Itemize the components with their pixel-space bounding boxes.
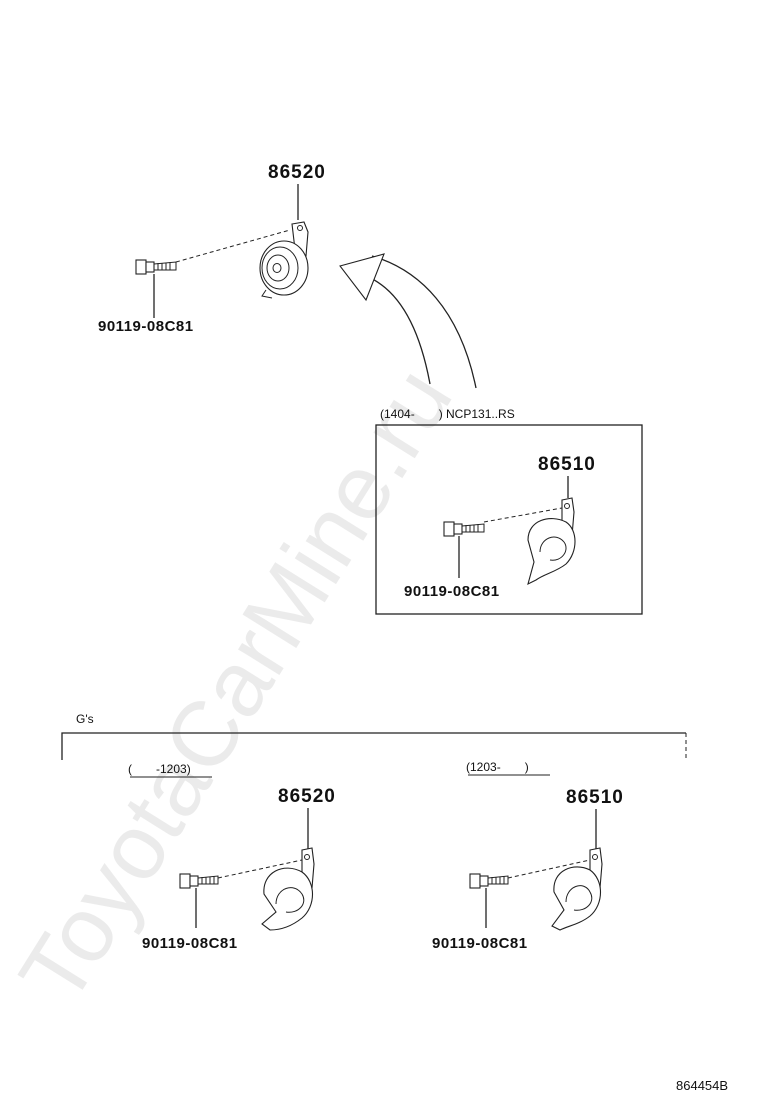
watermark: ToyotaCarMine.ru [0,351,471,1021]
left-horn-part-number[interactable]: 86520 [278,786,336,807]
top-group: 86520 90119-08C81 [98,162,326,335]
inset-box: (1404- ) NCP131..RS 86510 90119-08C81 [375,407,643,615]
right-variant-label: (1203- ) [466,760,529,774]
top-bolt-part-number[interactable]: 90119-08C81 [98,318,194,335]
reference-arrow [339,253,477,389]
gs-label: G's [76,712,94,726]
snail-horn-icon[interactable] [527,497,576,586]
top-horn-part-number[interactable]: 86520 [268,162,326,183]
snail-horn-icon[interactable] [551,847,603,931]
bolt-icon[interactable] [469,873,509,889]
left-variant-label: ( -1203) [128,762,191,776]
left-bolt-part-number[interactable]: 90119-08C81 [142,935,238,952]
gs-right-variant: (1203- ) 86510 90119-08C81 [432,760,624,952]
right-horn-part-number[interactable]: 86510 [566,787,624,808]
bolt-icon[interactable] [443,521,485,537]
disc-horn-icon[interactable] [259,221,309,299]
inset-horn-part-number[interactable]: 86510 [538,454,596,475]
bolt-icon[interactable] [179,873,219,889]
gs-left-variant: ( -1203) 86520 90119-08C81 [128,762,336,952]
right-bolt-part-number[interactable]: 90119-08C81 [432,935,528,952]
diagram-id: 864454B [676,1078,728,1093]
bolt-icon[interactable] [135,259,177,275]
snail-horn-icon[interactable] [261,847,315,931]
inset-label: (1404- ) NCP131..RS [380,407,515,421]
inset-bolt-part-number[interactable]: 90119-08C81 [404,583,500,600]
gs-group: G's ( -1203) 86520 90119-08C8 [61,712,687,952]
